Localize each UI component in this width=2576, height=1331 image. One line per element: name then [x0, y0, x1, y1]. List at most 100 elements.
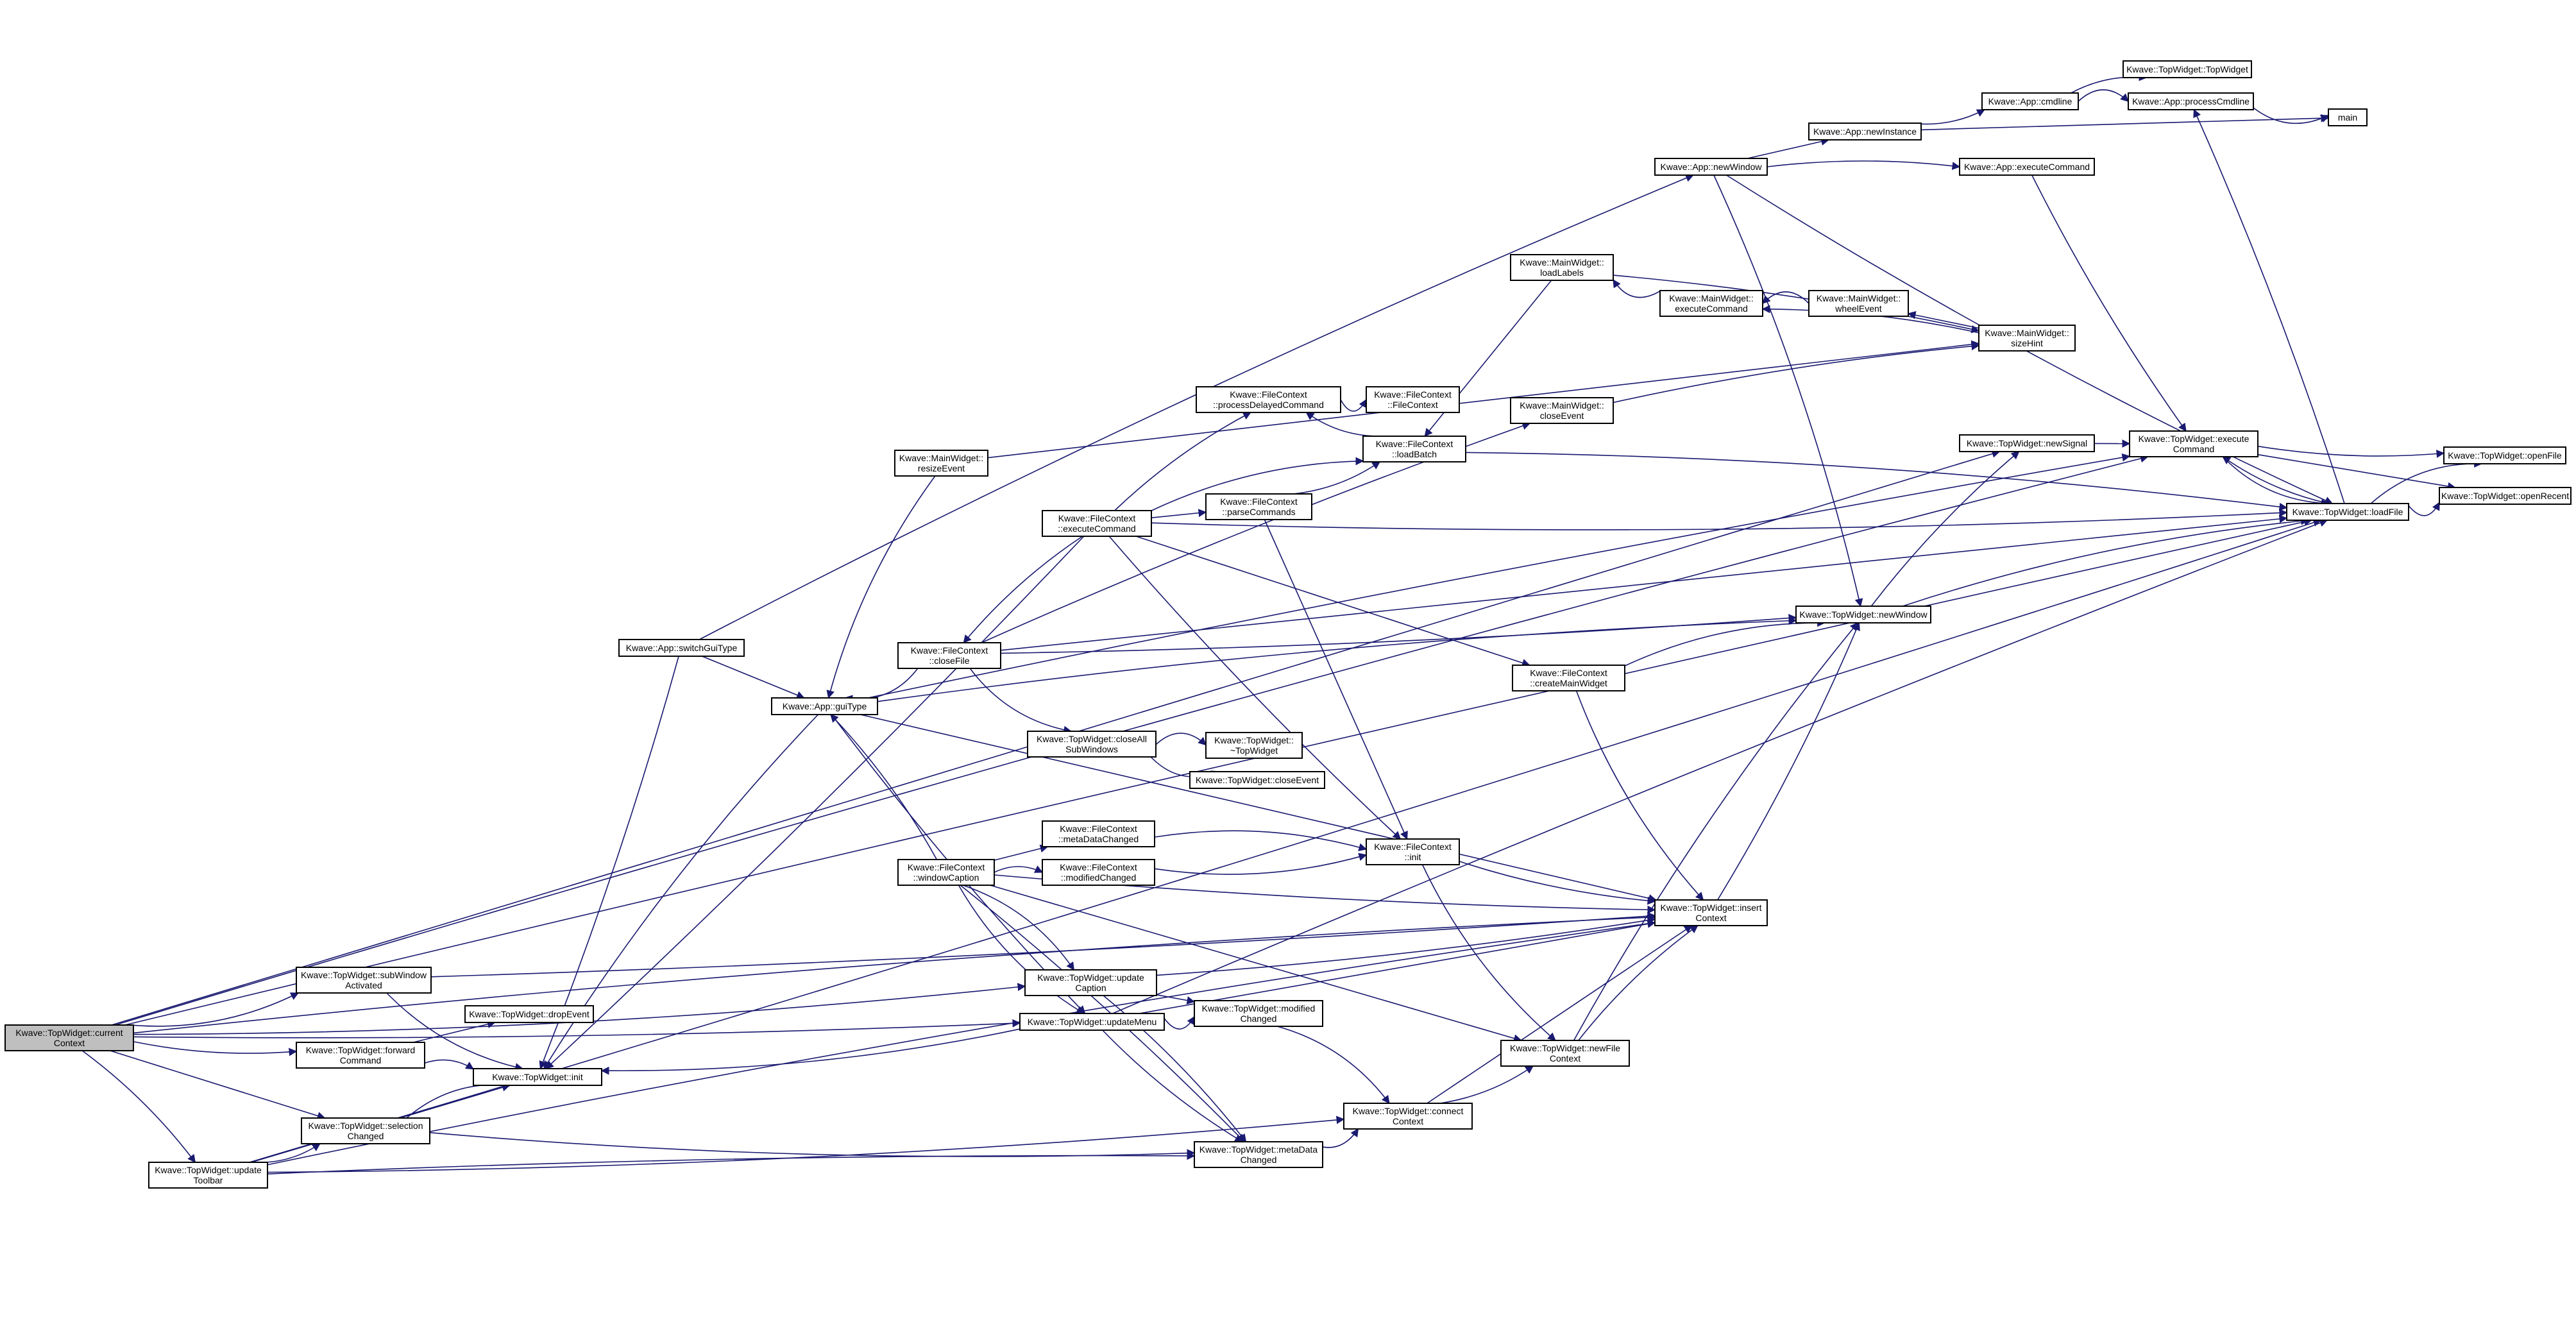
call-edge	[1164, 1015, 1195, 1030]
node-label: ::modifiedChanged	[1061, 872, 1137, 883]
function-node[interactable]: Kwave::App::newInstance	[1808, 123, 1922, 140]
node-label: Kwave::TopWidget::newFile	[1510, 1043, 1620, 1053]
function-node[interactable]: Kwave::App::processCmdline	[2128, 92, 2254, 110]
node-box	[301, 1117, 430, 1144]
node-label: Changed	[1241, 1155, 1277, 1165]
call-edge	[2253, 107, 2330, 124]
node-label: Kwave::FileContext	[1060, 862, 1137, 872]
node-label: ::FileContext	[1387, 400, 1438, 410]
call-edge	[962, 885, 1075, 971]
node-label: Kwave::App::executeCommand	[1964, 162, 2090, 172]
node-label: closeEvent	[1540, 411, 1584, 421]
node-box	[1042, 510, 1152, 537]
function-node[interactable]: Kwave::MainWidget::loadLabels	[1510, 254, 1614, 281]
function-node[interactable]: Kwave::MainWidget::wheelEvent	[1808, 290, 1909, 317]
node-box	[296, 1042, 425, 1069]
function-node[interactable]: main	[2328, 108, 2368, 126]
function-node[interactable]: Kwave::TopWidget::TopWidget	[2123, 60, 2252, 78]
node-box	[1042, 820, 1155, 847]
function-node[interactable]: Kwave::FileContext::loadBatch	[1362, 436, 1466, 462]
function-node[interactable]: Kwave::FileContext::createMainWidget	[1512, 665, 1625, 691]
function-node[interactable]: Kwave::App::executeCommand	[1959, 158, 2095, 176]
node-box	[897, 859, 995, 886]
call-edge	[249, 518, 2322, 1163]
function-node[interactable]: Kwave::FileContext::executeCommand	[1042, 510, 1152, 537]
function-node[interactable]: Kwave::FileContext::parseCommands	[1205, 493, 1312, 520]
function-node[interactable]: Kwave::App::guiType	[771, 697, 878, 715]
function-node[interactable]: Kwave::TopWidget::dropEvent	[464, 1005, 594, 1023]
function-node[interactable]: Kwave::FileContext::windowCaption	[897, 859, 995, 886]
function-node[interactable]: Kwave::TopWidget::newSignal	[1959, 434, 2095, 452]
call-edge	[1920, 114, 2330, 131]
node-label: ::metaDataChanged	[1058, 834, 1139, 844]
function-node[interactable]: Kwave::TopWidget::~TopWidget	[1205, 732, 1303, 759]
function-node[interactable]: Kwave::TopWidget::updateMenu	[1019, 1013, 1165, 1031]
node-label: Kwave::TopWidget::newSignal	[1967, 438, 2087, 448]
function-node[interactable]: Kwave::FileContext::modifiedChanged	[1042, 859, 1155, 886]
node-label: ::loadBatch	[1392, 449, 1437, 459]
call-edge	[1717, 622, 1860, 901]
node-label: Kwave::FileContext	[1060, 824, 1137, 834]
function-node[interactable]: Kwave::App::newWindow	[1654, 158, 1768, 176]
node-label: Kwave::TopWidget::forward	[306, 1045, 415, 1055]
function-node[interactable]: Kwave::TopWidget::executeCommand	[2129, 430, 2258, 457]
function-node[interactable]: Kwave::TopWidget::newWindow	[1795, 606, 1931, 623]
call-edge	[1156, 994, 1196, 1005]
node-label: Kwave::FileContext	[1058, 513, 1136, 523]
call-edge	[2031, 174, 2187, 432]
node-box	[4, 1024, 134, 1051]
function-node[interactable]: Kwave::TopWidget::closeEvent	[1189, 771, 1325, 789]
function-node[interactable]: Kwave::FileContext::metaDataChanged	[1042, 820, 1155, 847]
node-box	[2328, 108, 2368, 126]
function-node[interactable]: Kwave::TopWidget::openFile	[2443, 446, 2566, 464]
call-edge	[958, 885, 1085, 1014]
function-node[interactable]: Kwave::FileContext::processDelayedComman…	[1196, 386, 1341, 413]
node-box	[2443, 446, 2566, 464]
node-box	[1978, 325, 2076, 352]
function-node[interactable]: Kwave::FileContext::closeFile	[897, 642, 1001, 669]
function-node[interactable]: Kwave::TopWidget::openRecent	[2439, 487, 2572, 505]
call-edge	[1713, 174, 1863, 607]
function-node[interactable]: Kwave::TopWidget::metaDataChanged	[1194, 1141, 1323, 1168]
function-node[interactable]: Kwave::TopWidget::modifiedChanged	[1194, 1000, 1323, 1027]
node-label: wheelEvent	[1835, 303, 1881, 314]
node-box	[1024, 969, 1157, 996]
call-edge	[1103, 995, 1247, 1143]
function-node[interactable]: Kwave::TopWidget::init	[473, 1068, 602, 1086]
node-box	[1959, 434, 2095, 452]
function-node[interactable]: Kwave::MainWidget::executeCommand	[1659, 290, 1763, 317]
node-label: ::windowCaption	[913, 872, 979, 883]
node-box	[1795, 606, 1931, 623]
call-edge	[1762, 291, 1809, 304]
call-edge	[1154, 852, 1368, 875]
node-label: ::init	[1405, 852, 1421, 862]
function-node[interactable]: Kwave::App::cmdline	[1981, 92, 2079, 110]
function-node[interactable]: Kwave::MainWidget::sizeHint	[1978, 325, 2076, 352]
call-edge	[969, 668, 1072, 734]
call-edge	[1575, 690, 1704, 901]
function-node[interactable]: Kwave::MainWidget::resizeEvent	[894, 450, 988, 477]
function-node[interactable]: Kwave::App::switchGuiType	[618, 639, 745, 657]
function-node[interactable]: Kwave::MainWidget::closeEvent	[1510, 397, 1614, 424]
node-label: loadLabels	[1540, 267, 1584, 278]
call-edge	[1135, 536, 1530, 667]
node-label: Kwave::TopWidget::TopWidget	[2126, 64, 2248, 74]
call-edge	[424, 1059, 475, 1070]
function-node[interactable]: Kwave::TopWidget::loadFile	[2286, 503, 2409, 521]
function-node[interactable]: Kwave::FileContext::FileContext	[1366, 386, 1460, 413]
node-label: ::closeFile	[929, 656, 969, 666]
node-label: Kwave::FileContext	[1230, 389, 1307, 400]
node-label: Kwave::App::switchGuiType	[626, 643, 738, 653]
node-label: Changed	[348, 1131, 384, 1141]
function-node[interactable]: Kwave::FileContext::init	[1366, 838, 1460, 865]
